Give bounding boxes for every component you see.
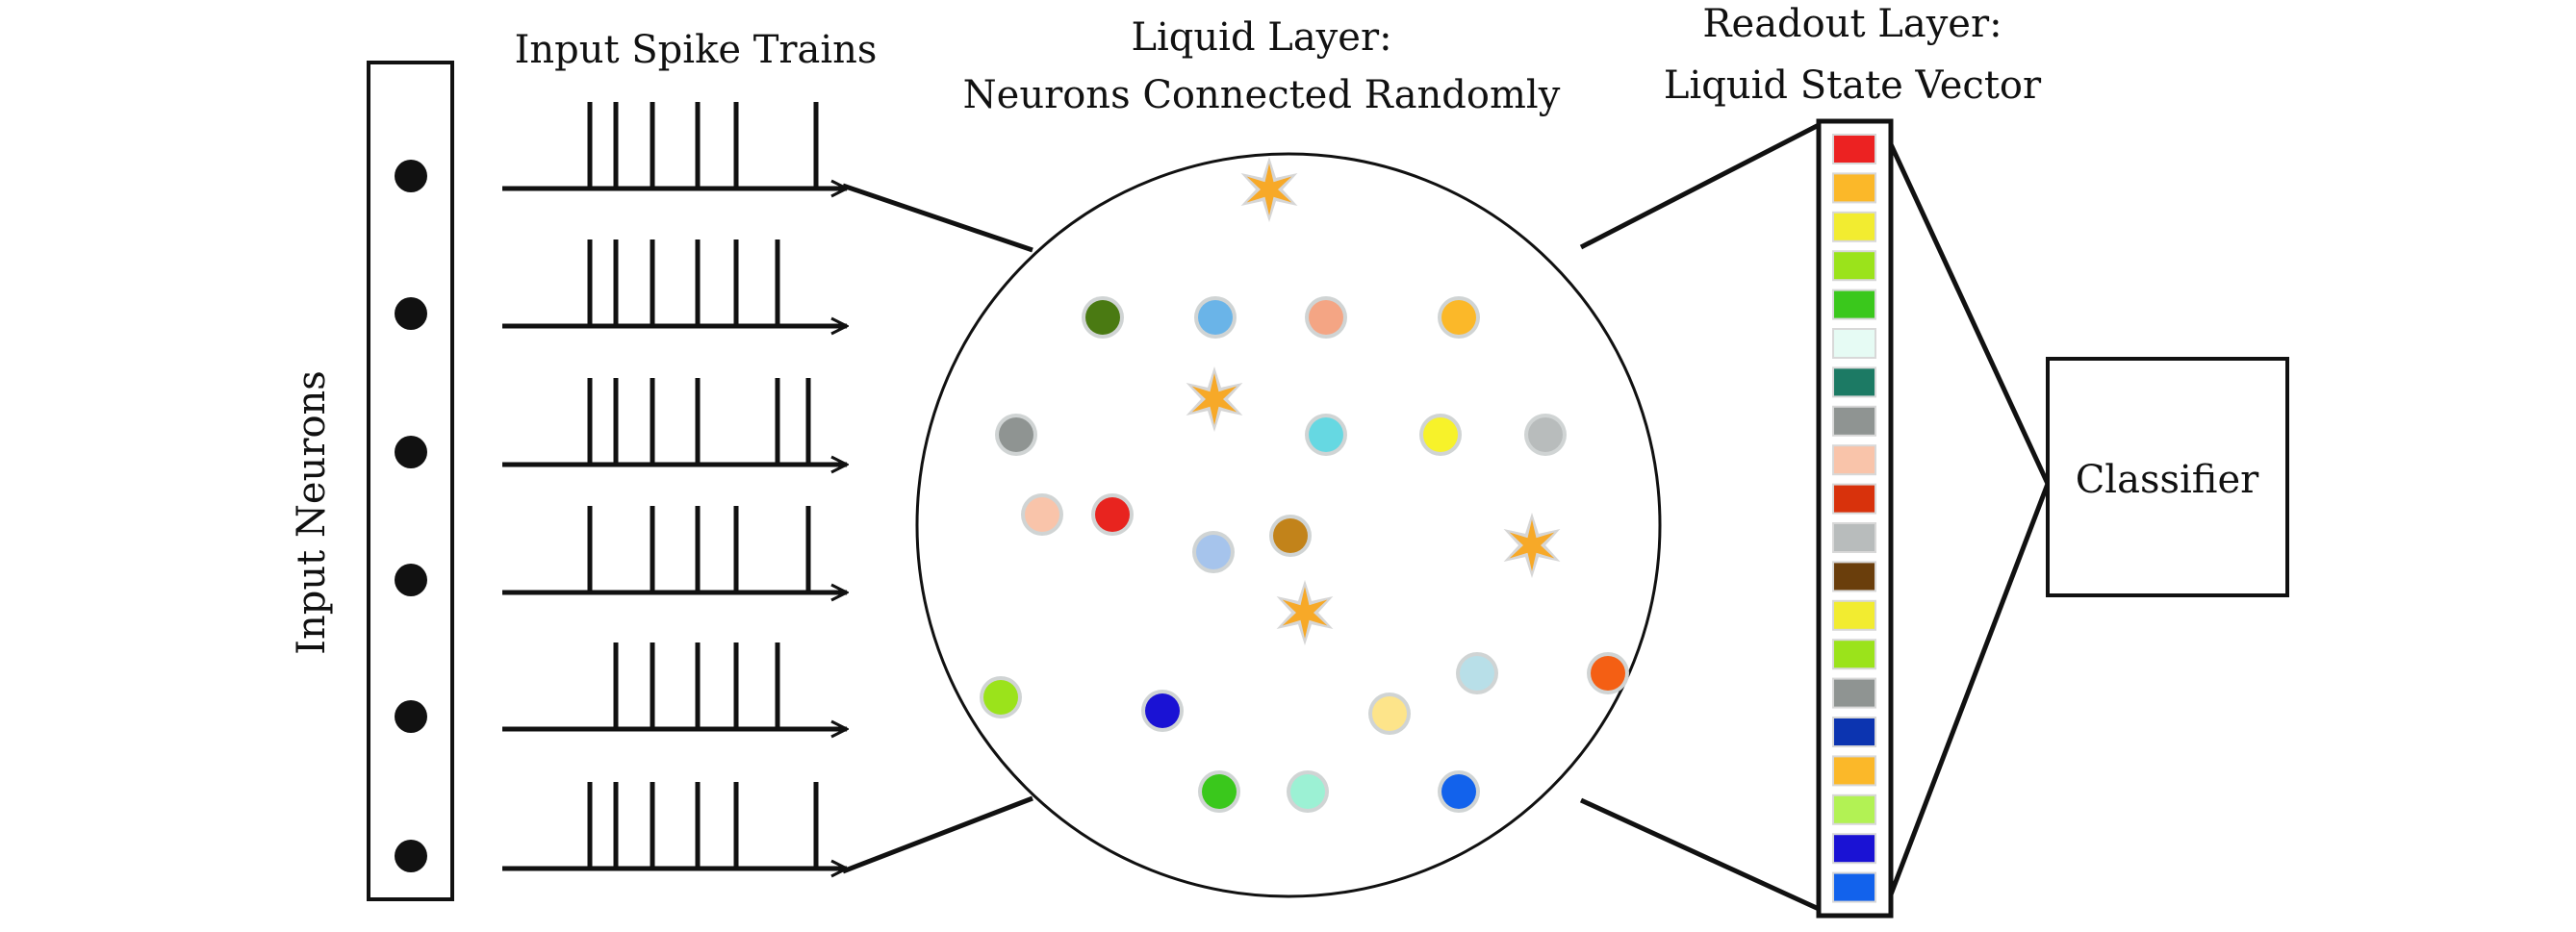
state-vector-cell — [1832, 289, 1876, 320]
state-vector-cell — [1832, 639, 1876, 670]
liquid-neuron — [1309, 417, 1343, 452]
liquid-neuron — [1460, 656, 1494, 691]
liquid-neuron — [1591, 656, 1625, 691]
input-to-liquid-line-top — [842, 183, 1033, 253]
classifier-label: Classifier — [2076, 458, 2259, 502]
state-vector-cell — [1832, 833, 1876, 865]
liquid-neuron — [1145, 693, 1180, 728]
input-neurons-label: Input Neurons — [290, 370, 334, 655]
state-vector-cell — [1832, 599, 1876, 631]
liquid-layer-title-line2: Neurons Connected Randomly — [963, 73, 1561, 117]
state-vector-cell — [1832, 793, 1876, 825]
classifier-box — [2046, 357, 2289, 597]
liquid-neuron — [983, 680, 1018, 715]
state-vector-cell — [1832, 444, 1876, 476]
spike-train — [502, 642, 847, 729]
spike-train — [502, 378, 847, 465]
liquid-neuron — [1528, 417, 1563, 452]
state-vector-cell — [1832, 366, 1876, 398]
readout-layer-title-line1: Readout Layer: — [1702, 2, 2002, 46]
liquid-neuron — [1441, 774, 1476, 809]
readout-vector-box — [1816, 118, 1894, 919]
state-vector-cell — [1832, 871, 1876, 903]
state-vector-cell — [1832, 561, 1876, 592]
spike-train — [502, 506, 847, 592]
input-to-liquid-line-bottom — [842, 795, 1033, 874]
state-vector-cell — [1832, 755, 1876, 787]
state-vector-group — [1832, 134, 1876, 903]
state-vector-cell — [1832, 677, 1876, 709]
liquid-neuron — [1085, 300, 1120, 335]
state-vector-cell — [1832, 328, 1876, 359]
state-vector-cell — [1832, 172, 1876, 204]
spike-train — [502, 239, 847, 326]
readout-to-classifier-line-top — [1888, 142, 2051, 486]
liquid-neuron — [1196, 535, 1231, 569]
liquid-neuron — [1198, 300, 1233, 335]
state-vector-cell — [1832, 405, 1876, 437]
liquid-star-neuron — [1282, 587, 1328, 639]
liquid-star-neuron — [1191, 373, 1237, 425]
liquid-neuron — [1202, 774, 1237, 809]
input-neuron — [395, 700, 427, 733]
input-neuron — [395, 840, 427, 872]
input-neurons-box — [367, 61, 454, 901]
input-neuron — [395, 436, 427, 468]
liquid-to-readout-line-top — [1579, 122, 1821, 250]
readout-layer-title-line2: Liquid State Vector — [1664, 63, 2042, 108]
liquid-star-neuron — [1246, 164, 1292, 215]
liquid-neuron — [1025, 497, 1059, 532]
state-vector-cell — [1832, 250, 1876, 282]
state-vector-cell — [1832, 483, 1876, 515]
spike-trains-title: Input Spike Trains — [515, 28, 878, 72]
liquid-neuron — [999, 417, 1033, 452]
spike-train — [502, 102, 847, 189]
liquid-star-neuron — [1509, 519, 1555, 571]
liquid-neuron — [1290, 774, 1325, 809]
input-neuron — [395, 564, 427, 596]
spike-train — [502, 782, 847, 869]
liquid-neuron — [1423, 417, 1458, 452]
input-neurons-group — [395, 160, 427, 872]
liquid-neuron — [1273, 518, 1308, 553]
input-neuron — [395, 160, 427, 192]
state-vector-cell — [1832, 522, 1876, 553]
input-neuron — [395, 297, 427, 330]
liquid-neuron — [1309, 300, 1343, 335]
liquid-layer-title-line1: Liquid Layer: — [1131, 15, 1391, 60]
spike-trains-group — [502, 102, 847, 869]
state-vector-cell — [1832, 134, 1876, 164]
readout-to-classifier-line-bottom — [1888, 483, 2051, 895]
state-vector-cell — [1832, 211, 1876, 242]
liquid-neuron — [1372, 696, 1407, 731]
state-vector-cell — [1832, 717, 1876, 747]
liquid-neurons-group — [980, 157, 1629, 813]
liquid-to-readout-line-bottom — [1579, 797, 1821, 912]
liquid-neuron — [1095, 497, 1130, 532]
liquid-neuron — [1441, 300, 1476, 335]
